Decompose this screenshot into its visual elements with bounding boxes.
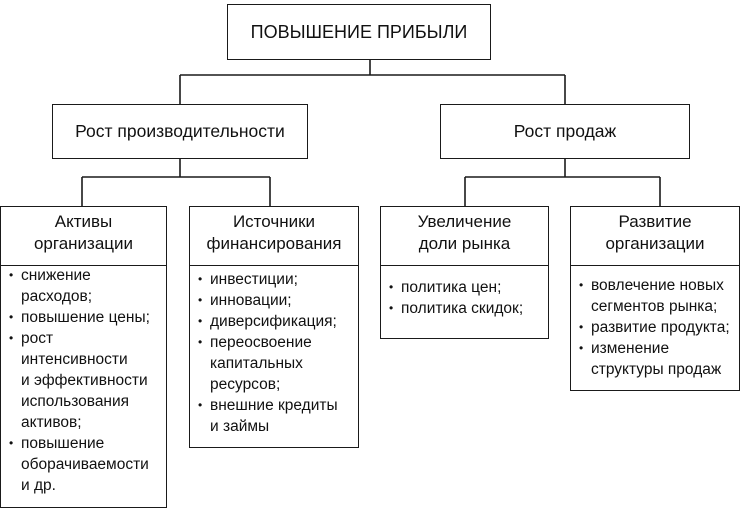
leaf-list: инвестиции; инновации; диверсификация; п… [196,269,356,437]
list-item-line: переосвоение [210,334,312,351]
leaf-title-line: организации [605,234,705,253]
list-item: переосвоение капитальных ресурсов; [196,332,356,395]
leaf-title: Источники финансирования [190,207,358,266]
leaf-title-line: финансирования [206,234,342,253]
list-item: развитие продукта; [577,317,737,338]
list-item-line: рост [21,330,54,347]
list-item-line: политика скидок; [401,300,524,317]
list-item-line: структуры продаж [591,361,722,378]
leaf-box-market-share: Увеличение доли рынка политика цен; поли… [380,206,549,339]
list-item: изменение структуры продаж [577,338,737,380]
list-item-line: использования [21,393,130,410]
branch-label: Рост производительности [75,121,285,141]
list-item-line: внешние кредиты [210,397,338,414]
list-item-line: ресурсов; [210,376,281,393]
list-item: инвестиции; [196,269,356,290]
leaf-title-line: Развитие [618,212,692,231]
leaf-title: Развитие организации [571,207,739,266]
leaf-title-line: организации [33,234,134,253]
list-item: вовлечение новых сегментов рынка; [577,275,737,317]
list-item: диверсификация; [196,311,356,332]
leaf-title-line: доли рынка [418,234,511,253]
leaf-list: политика цен; политика скидок; [387,277,546,319]
leaf-title: Увеличение доли рынка [381,207,548,266]
leaf-box-assets: Активы организации снижение расходов; по… [0,206,167,508]
list-item-line: расходов; [21,288,93,305]
list-item: инновации; [196,290,356,311]
list-item: рост интенсивности и эффективности испол… [7,328,164,433]
list-item: повышение цены; [7,307,164,328]
leaf-title-line: Увеличение [417,212,512,231]
list-item-line: оборачиваемости [21,456,149,473]
list-item-line: инновации; [210,292,292,309]
list-item-line: изменение [591,340,670,357]
root-title: ПОВЫШЕНИЕ ПРИБЫЛИ [250,21,468,42]
list-item: снижение расходов; [7,265,164,307]
list-item: политика цен; [387,277,546,298]
list-item-line: сегментов рынка; [591,298,718,315]
list-item-line: капитальных [210,355,303,372]
list-item-line: и эффективности [21,372,148,389]
list-item-line: развитие продукта; [591,319,730,336]
list-item-line: снижение [21,267,91,284]
branch-label: Рост продаж [513,121,617,141]
list-item-line: диверсификация; [210,313,337,330]
list-item: повышение оборачиваемости и др. [7,433,164,496]
list-item: политика скидок; [387,298,546,319]
leaf-title-line: Источники [232,212,316,231]
list-item-line: и займы [210,418,270,435]
branch-box-productivity: Рост производительности [52,104,308,159]
leaf-box-financing: Источники финансирования инвестиции; инн… [189,206,359,448]
list-item-line: политика цен; [401,279,502,296]
leaf-list: вовлечение новых сегментов рынка; развит… [577,275,737,380]
list-item-line: активов; [21,414,82,431]
leaf-title-line: Активы [54,212,113,231]
list-item-line: и др. [21,477,56,494]
leaf-title: Активы организации [1,207,166,266]
list-item: внешние кредиты и займы [196,395,356,437]
branch-box-sales: Рост продаж [440,104,690,159]
leaf-list: снижение расходов; повышение цены; рост … [7,265,164,496]
list-item-line: повышение цены; [21,309,150,326]
list-item-line: инвестиции; [210,271,298,288]
leaf-box-development: Развитие организации вовлечение новых се… [570,206,740,391]
list-item-line: интенсивности [21,351,128,368]
list-item-line: повышение [21,435,105,452]
root-box: ПОВЫШЕНИЕ ПРИБЫЛИ [227,4,491,60]
list-item-line: вовлечение новых [591,277,724,294]
